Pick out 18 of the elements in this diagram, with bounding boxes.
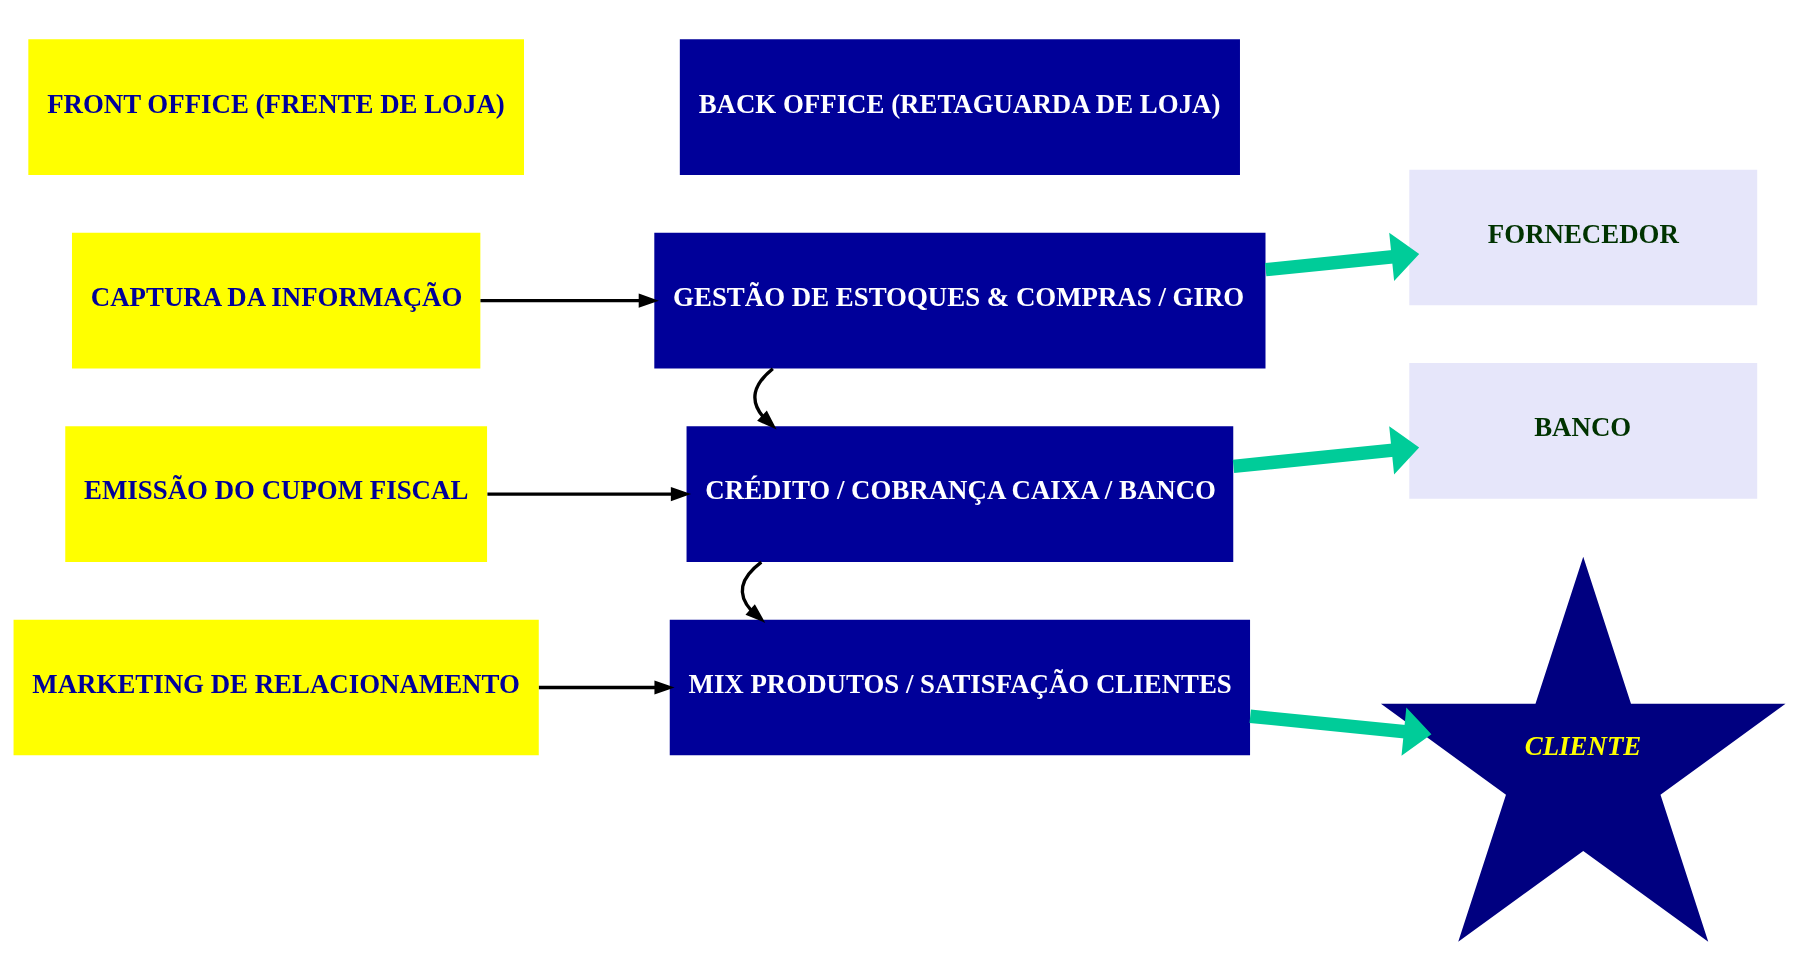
arrow bbox=[480, 293, 659, 308]
arrow bbox=[1232, 425, 1420, 474]
node-box: BACK OFFICE (RETAGUARDA DE LOJA) bbox=[679, 38, 1240, 175]
node-box: FRONT OFFICE (FRENTE DE LOJA) bbox=[28, 38, 524, 175]
node-box: CAPTURA DA INFORMAÇÃO bbox=[72, 232, 481, 368]
node-box: EMISSÃO DO CUPOM FISCAL bbox=[65, 425, 488, 562]
node-box: BANCO bbox=[1409, 362, 1758, 499]
node-box: MARKETING DE RELACIONAMENTO bbox=[13, 619, 539, 755]
node-box: MIX PRODUTOS / SATISFAÇÃO CLIENTES bbox=[669, 619, 1251, 755]
arrow bbox=[753, 366, 777, 430]
node-box: CRÉDITO / COBRANÇA CAIXA / BANCO bbox=[686, 425, 1234, 562]
node-box: GESTÃO DE ESTOQUES & COMPRAS / GIRO bbox=[654, 232, 1266, 368]
arrow bbox=[1264, 232, 1420, 281]
arrow bbox=[1249, 707, 1432, 756]
node-box: FORNECEDOR bbox=[1409, 169, 1758, 305]
arrow bbox=[487, 486, 692, 501]
arrow bbox=[740, 560, 766, 623]
arrow bbox=[538, 679, 675, 695]
